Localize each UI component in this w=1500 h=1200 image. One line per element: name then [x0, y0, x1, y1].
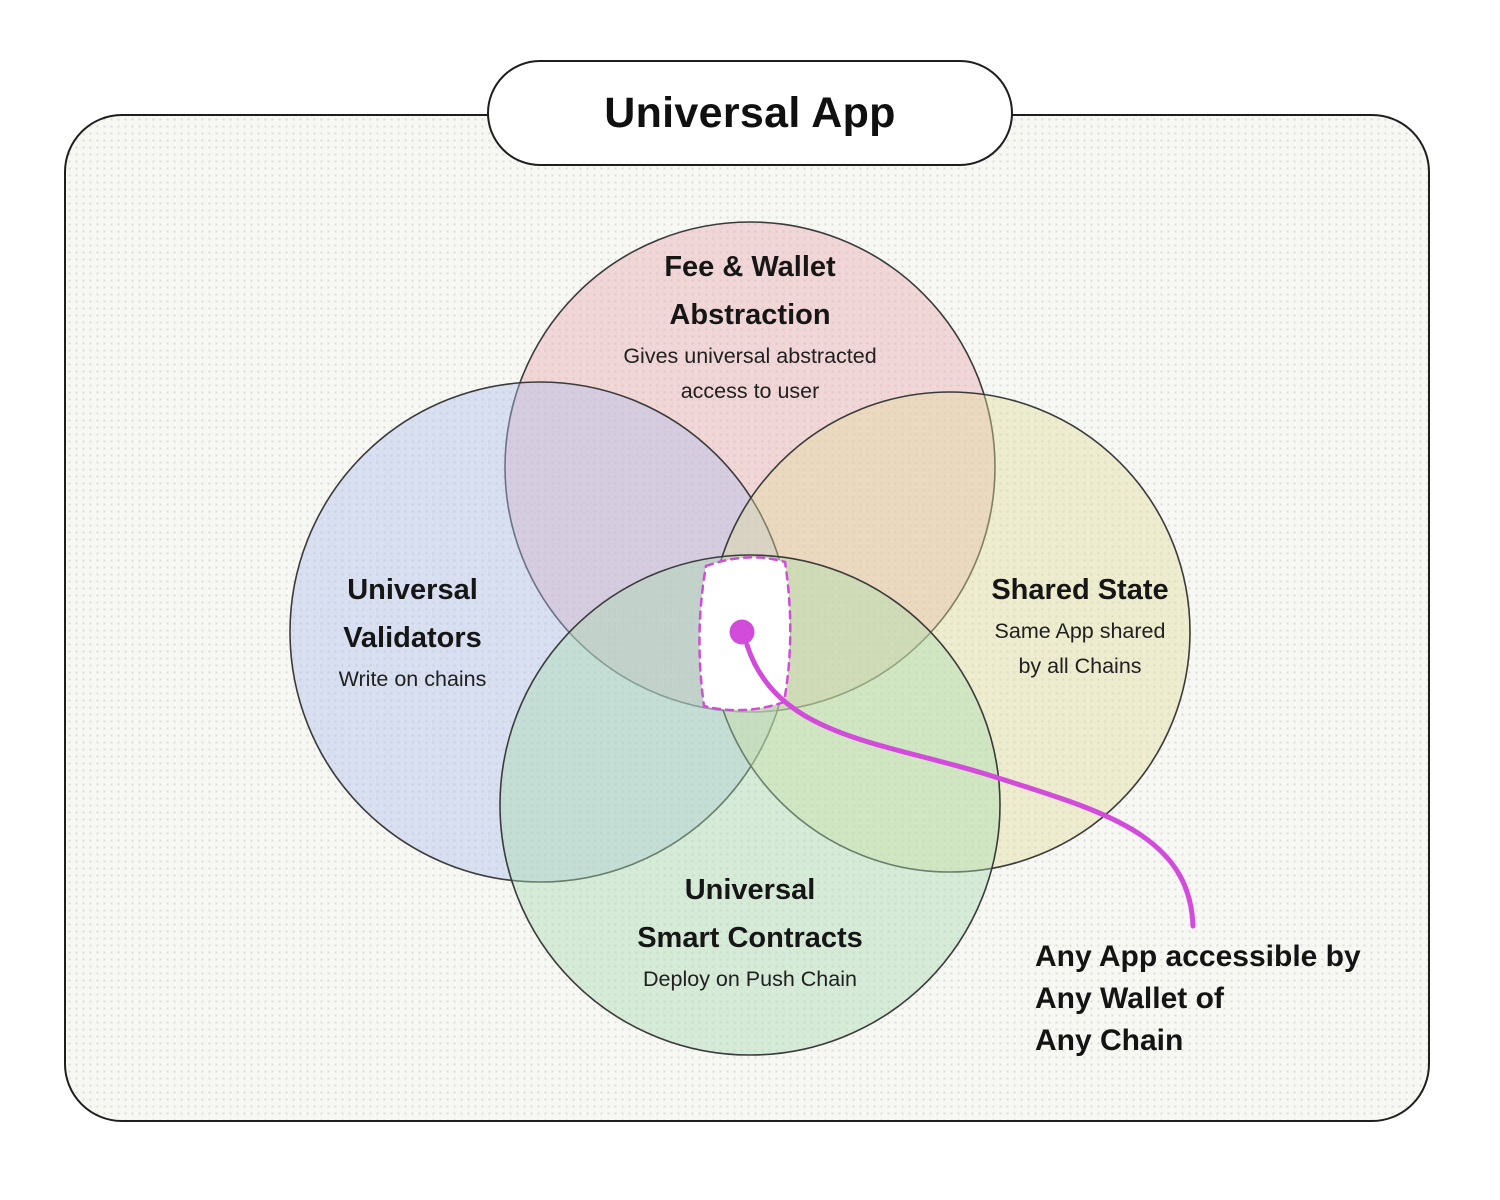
universal-validators-label: Universal Validators Write on chains	[280, 566, 545, 697]
annotation-line1: Any App accessible by	[1035, 940, 1361, 973]
annotation-line3: Any Chain	[1035, 1024, 1184, 1057]
shared-state-subtitle-line1: Same App shared	[994, 619, 1166, 643]
shared-state-title: Shared State	[991, 574, 1169, 606]
smart-contracts-subtitle: Deploy on Push Chain	[643, 967, 857, 991]
center-dot	[729, 619, 755, 645]
diagram-title: Universal App	[604, 88, 896, 137]
annotation-line2: Any Wallet of	[1035, 982, 1224, 1015]
validators-title-line1: Universal	[347, 574, 478, 606]
annotation-text: Any App accessible by Any Wallet of Any …	[1035, 936, 1455, 1062]
diagram-title-pill: Universal App	[487, 60, 1013, 166]
fee-wallet-subtitle-line1: Gives universal abstracted	[623, 344, 877, 368]
fee-wallet-circle	[504, 221, 996, 713]
shared-state-label: Shared State Same App shared by all Chai…	[940, 566, 1220, 684]
fee-wallet-label: Fee & Wallet Abstraction Gives universal…	[540, 243, 960, 409]
smart-contracts-title-line1: Universal	[684, 874, 816, 906]
smart-contracts-title-line2: Smart Contracts	[637, 922, 863, 954]
annotation-curve	[744, 642, 1196, 929]
smart-contracts-circle	[499, 554, 1001, 1056]
smart-contracts-label: Universal Smart Contracts Deploy on Push…	[555, 866, 945, 997]
validators-title-line2: Validators	[343, 622, 482, 654]
fee-wallet-subtitle-line2: access to user	[680, 379, 820, 403]
validators-subtitle: Write on chains	[338, 667, 487, 691]
fee-wallet-title-line1: Fee & Wallet	[664, 251, 836, 283]
fee-wallet-title-line2: Abstraction	[669, 299, 831, 331]
shared-state-subtitle-line2: by all Chains	[1018, 654, 1142, 678]
